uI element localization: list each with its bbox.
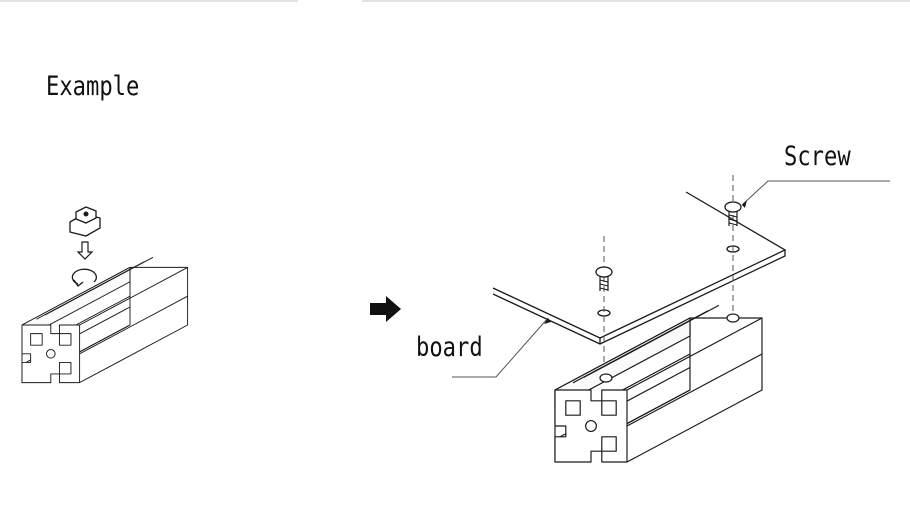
rotate-icon	[71, 268, 97, 287]
down-arrow-icon	[76, 241, 94, 260]
right-profile	[554, 304, 763, 463]
t-nut-part	[69, 206, 101, 237]
board-part	[492, 191, 787, 345]
board-label: board	[416, 332, 483, 363]
top-divider-left	[0, 0, 298, 2]
right-arrow-icon	[370, 296, 401, 322]
left-profile	[21, 256, 189, 384]
leader-lines	[452, 180, 890, 378]
screw-label: Screw	[784, 141, 851, 172]
example-heading: Example	[46, 71, 140, 102]
screw-part	[595, 175, 742, 380]
top-divider-right	[362, 0, 910, 2]
t-nut-in-slot	[599, 313, 740, 383]
